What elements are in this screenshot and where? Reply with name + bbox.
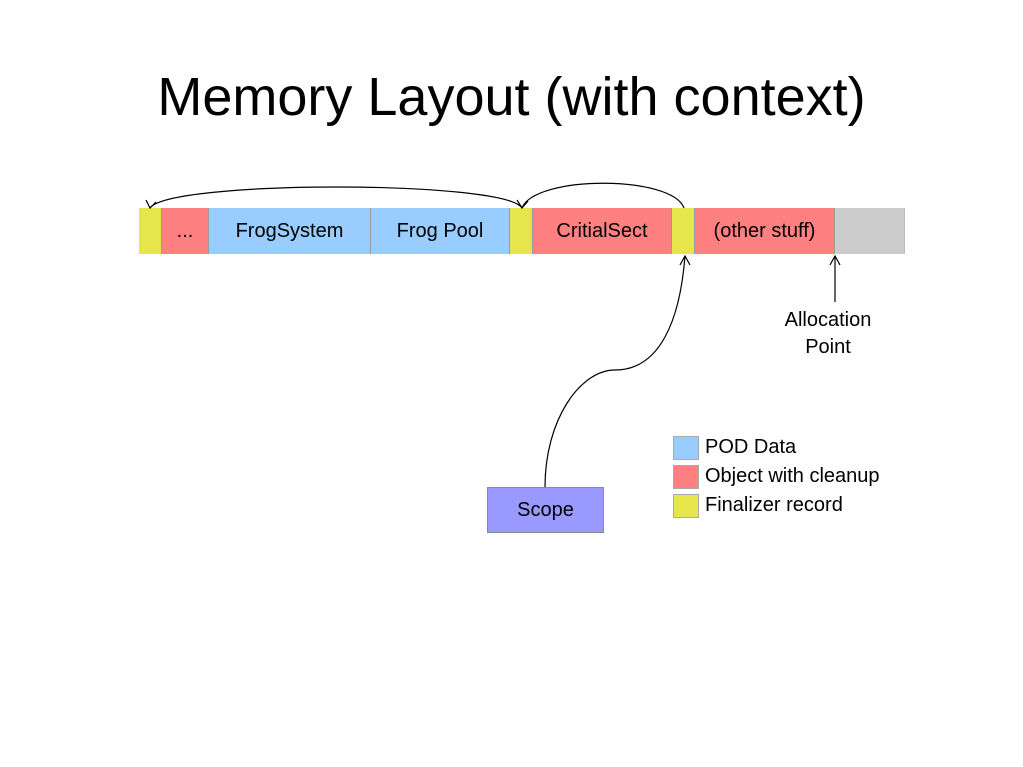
memory-cell-ellipsis: ... bbox=[162, 208, 209, 254]
scope-link-arrow bbox=[544, 255, 686, 488]
memory-cell-label: (other stuff) bbox=[713, 219, 816, 242]
allocation-point-line2: Point bbox=[805, 336, 851, 358]
memory-cell-label: CritialSect bbox=[556, 219, 648, 242]
memory-cell-finalizer-1 bbox=[139, 208, 162, 254]
legend-label: POD Data bbox=[705, 436, 797, 458]
legend-swatch-finalizer bbox=[673, 493, 699, 518]
memory-cell-frog-pool: Frog Pool bbox=[371, 208, 510, 254]
allocation-point-label: Allocation Point bbox=[768, 307, 888, 361]
memory-cell-critialsect: CritialSect bbox=[533, 208, 672, 254]
legend-swatch-pod bbox=[673, 435, 699, 460]
legend-label: Finalizer record bbox=[705, 494, 843, 516]
memory-cell-finalizer-3 bbox=[672, 208, 695, 254]
legend: POD Data Object with cleanup Finalizer r… bbox=[673, 433, 880, 520]
allocation-point-line1: Allocation bbox=[784, 309, 872, 331]
memory-cell-label: FrogSystem bbox=[235, 219, 344, 242]
slide-title: Memory Layout (with context) bbox=[157, 67, 866, 127]
finalizer-link-arrow bbox=[521, 182, 685, 209]
memory-cell-free bbox=[835, 208, 905, 254]
memory-cell-label: Frog Pool bbox=[396, 219, 484, 242]
scope-box: Scope bbox=[487, 487, 604, 533]
memory-cell-finalizer-2 bbox=[510, 208, 533, 254]
legend-item-finalizer: Finalizer record bbox=[673, 491, 880, 520]
allocation-point-arrowhead bbox=[829, 254, 841, 266]
memory-cell-other-stuff: (other stuff) bbox=[695, 208, 835, 254]
legend-item-cleanup: Object with cleanup bbox=[673, 462, 880, 491]
finalizer-link-arrowhead bbox=[145, 199, 157, 210]
scope-link-arrowhead bbox=[679, 254, 691, 266]
legend-item-pod: POD Data bbox=[673, 433, 880, 462]
legend-swatch-cleanup bbox=[673, 464, 699, 489]
legend-label: Object with cleanup bbox=[705, 465, 880, 487]
memory-cell-label: ... bbox=[176, 219, 194, 242]
memory-cell-frogsystem: FrogSystem bbox=[209, 208, 371, 254]
scope-label: Scope bbox=[517, 498, 574, 521]
finalizer-link-arrow bbox=[149, 186, 523, 209]
finalizer-link-arrowhead bbox=[516, 199, 529, 210]
